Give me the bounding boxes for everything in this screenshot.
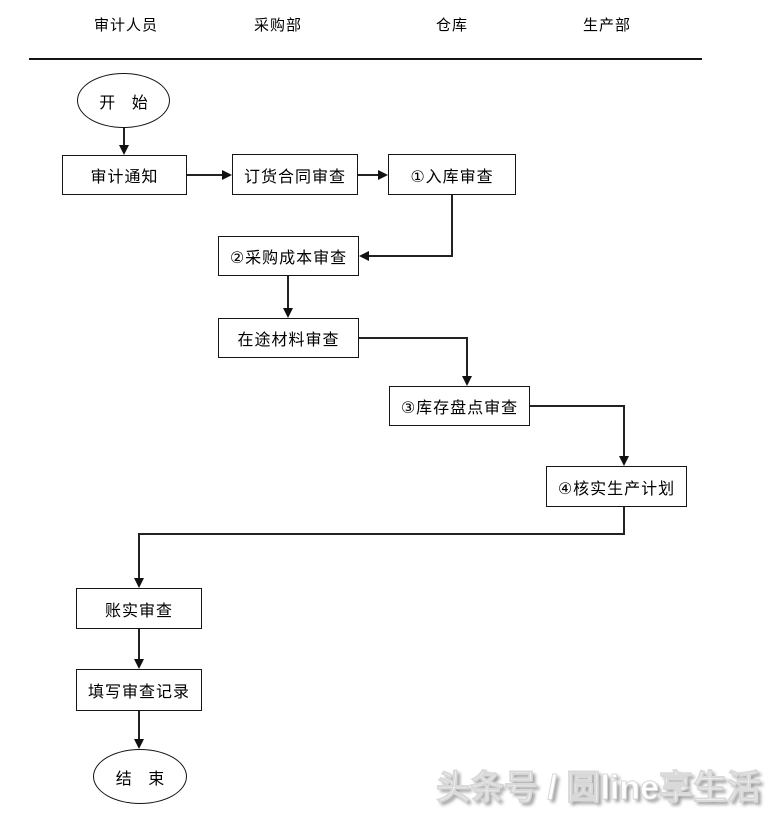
step-purchase-cost-review-label: ②采购成本审查 xyxy=(229,250,348,267)
connector-start-to-audit-notice xyxy=(123,128,125,146)
arrowhead-down-icon xyxy=(134,739,144,749)
step-audit-notice: 审计通知 xyxy=(62,155,187,195)
start-node-label: 开 始 xyxy=(99,94,154,112)
step-fill-review-record: 填写审查记录 xyxy=(76,669,202,711)
lane-separator-line xyxy=(29,58,702,60)
step-inbound-review-label: ①入库审查 xyxy=(410,168,494,186)
step-book-vs-actual-review-label: 账实审查 xyxy=(104,602,173,620)
connector-inbound-to-cost xyxy=(369,255,453,257)
step-book-vs-actual-review: 账实审查 xyxy=(76,588,202,629)
arrowhead-left-icon xyxy=(359,251,369,261)
connector-inbound-down xyxy=(451,195,453,257)
connector-verify-to-book xyxy=(138,533,140,579)
connector-book-to-record xyxy=(138,629,140,660)
connector-cost-to-transit xyxy=(287,276,289,309)
step-order-contract-review: 订货合同审查 xyxy=(232,154,358,195)
arrowhead-down-icon xyxy=(134,659,144,669)
connector-verify-down xyxy=(623,507,625,535)
step-inbound-review: ①入库审查 xyxy=(388,154,516,195)
end-node-label: 结 束 xyxy=(115,770,171,788)
connector-notice-to-contract xyxy=(187,174,223,176)
connector-verify-across xyxy=(138,533,625,535)
end-node: 结 束 xyxy=(93,749,187,804)
arrowhead-down-icon xyxy=(119,145,129,155)
arrowhead-down-icon xyxy=(283,308,293,318)
arrowhead-down-icon xyxy=(134,578,144,588)
arrowhead-right-icon xyxy=(222,170,232,180)
step-order-contract-review-label: 订货合同审查 xyxy=(243,168,346,186)
step-materials-in-transit-review: 在途材料审查 xyxy=(218,318,359,358)
arrowhead-down-icon xyxy=(619,456,629,466)
step-purchase-cost-review: ②采购成本审查 xyxy=(218,236,359,276)
step-materials-in-transit-review-label: 在途材料审查 xyxy=(237,332,340,349)
lane-header-warehouse: 仓库 xyxy=(435,17,468,34)
step-verify-production-plan-label: ④核实生产计划 xyxy=(557,480,676,498)
connector-count-right xyxy=(530,405,625,407)
step-fill-review-record-label: 填写审查记录 xyxy=(87,684,190,701)
lane-header-production: 生产部 xyxy=(582,17,631,34)
step-verify-production-plan: ④核实生产计划 xyxy=(546,466,687,507)
arrowhead-right-icon xyxy=(378,170,388,180)
step-inventory-count-review: ③库存盘点审查 xyxy=(389,386,530,426)
lane-header-auditors: 审计人员 xyxy=(93,17,158,34)
connector-record-to-end xyxy=(138,711,140,740)
connector-transit-right xyxy=(359,337,468,339)
step-inventory-count-review-label: ③库存盘点审查 xyxy=(400,400,519,417)
watermark-text: 头条号 / 圆line享生活 xyxy=(436,769,762,808)
step-audit-notice-label: 审计通知 xyxy=(90,169,159,186)
start-node: 开 始 xyxy=(77,73,170,128)
connector-count-to-verify xyxy=(623,405,625,457)
arrowhead-down-icon xyxy=(462,376,472,386)
connector-transit-to-count xyxy=(466,337,468,378)
connector-contract-to-inbound xyxy=(358,174,379,176)
lane-header-purchasing: 采购部 xyxy=(253,17,302,34)
